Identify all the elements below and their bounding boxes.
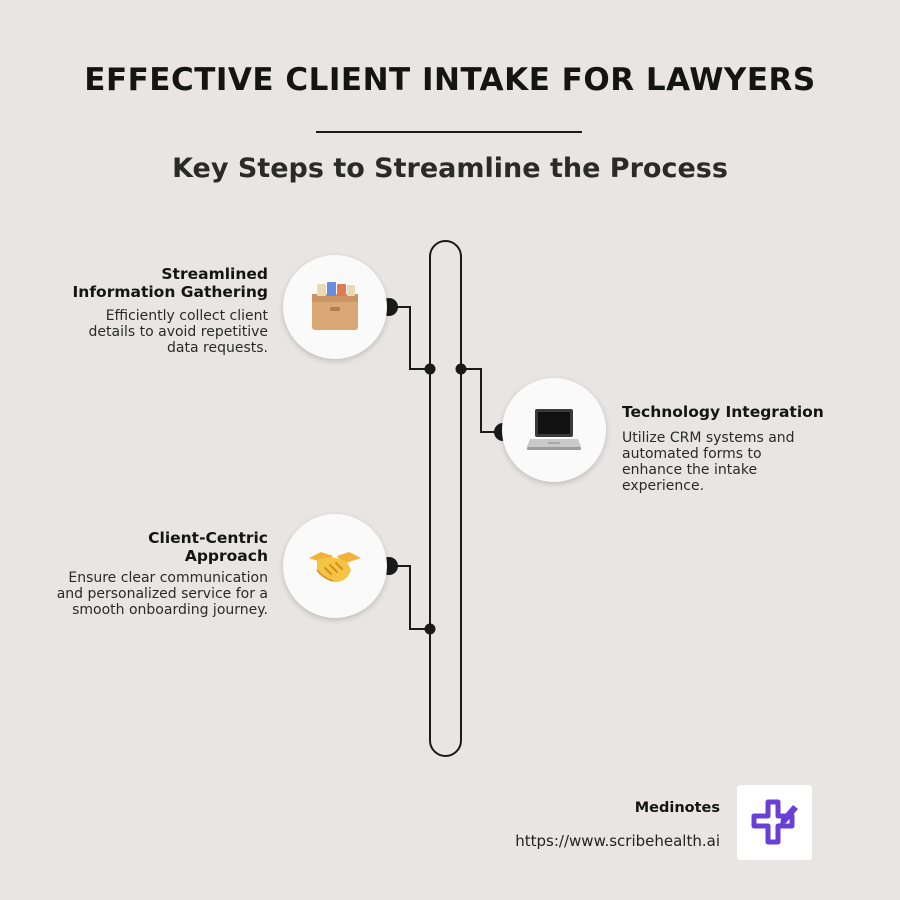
step-1-connector xyxy=(389,306,430,370)
laptop-icon xyxy=(527,409,581,450)
step-2-junction xyxy=(455,363,467,375)
step-3-icon-circle xyxy=(283,514,387,618)
medinotes-logo-icon xyxy=(751,799,798,844)
step-3-connector xyxy=(389,565,430,630)
brand-logo xyxy=(737,785,812,860)
step-1-title: Streamlined Information Gathering xyxy=(72,265,268,301)
step-2-description: Utilize CRM systems and automated forms … xyxy=(622,430,795,494)
step-3-junction xyxy=(424,623,436,635)
title-divider xyxy=(316,131,582,133)
step-1-icon-circle xyxy=(283,255,387,359)
timeline-track xyxy=(429,240,462,757)
page-title: EFFECTIVE CLIENT INTAKE FOR LAWYERS xyxy=(84,62,816,98)
step-1-description: Efficiently collect client details to av… xyxy=(88,308,268,356)
step-2-icon-circle xyxy=(502,378,606,482)
step-3-description: Ensure clear communication and personali… xyxy=(56,570,268,618)
step-2-connector xyxy=(461,368,503,433)
brand-name: Medinotes xyxy=(634,800,720,816)
brand-url[interactable]: https://www.scribehealth.ai xyxy=(515,832,720,850)
step-2-title: Technology Integration xyxy=(622,403,824,421)
page-subtitle: Key Steps to Streamline the Process xyxy=(172,153,728,184)
handshake-icon xyxy=(309,552,361,582)
step-1-junction xyxy=(424,363,436,375)
file-cabinet-icon xyxy=(312,282,358,330)
step-3-title: Client-Centric Approach xyxy=(148,529,268,565)
